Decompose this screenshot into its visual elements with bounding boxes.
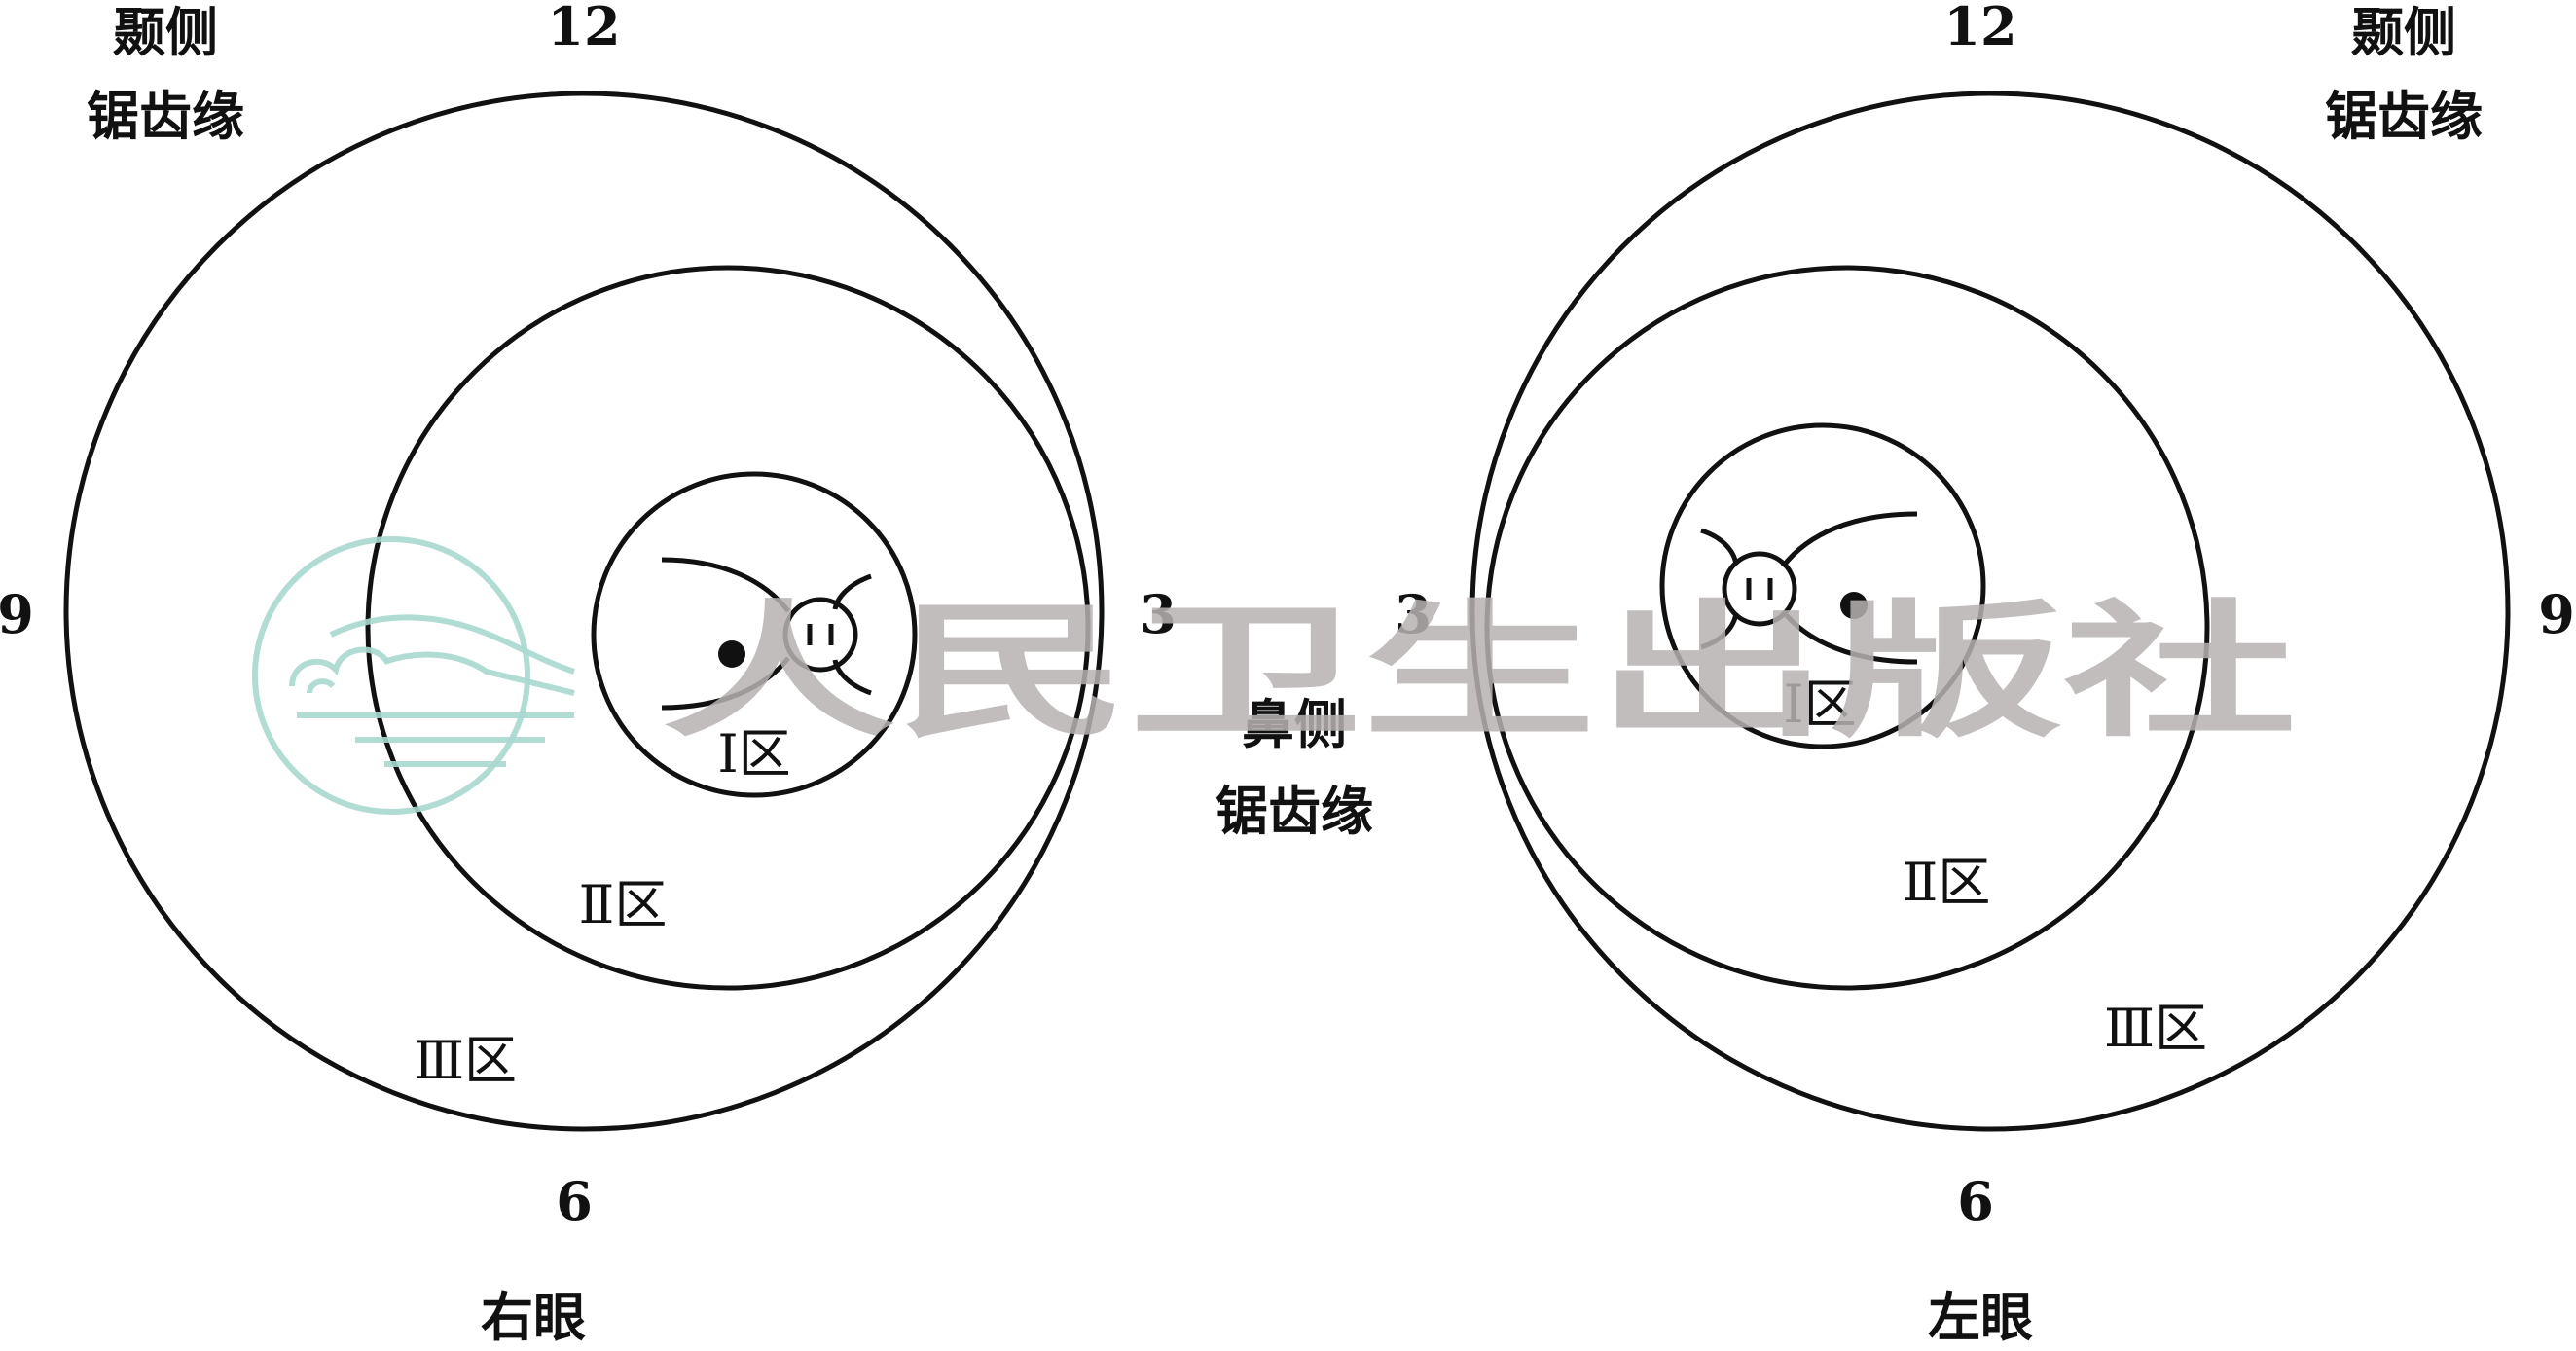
right-eye-zone-3-circle [63, 91, 1105, 1132]
left-eye-temporal-label: 颞侧 [2351, 1, 2456, 63]
left-eye-macula-dot-icon [1840, 592, 1868, 619]
left-eye-zone-3-label: Ⅲ区 [2104, 998, 2207, 1059]
right-eye-vessel-arcade-icon [661, 557, 790, 711]
left-eye-optic-disc-icon [1700, 528, 1797, 650]
right-eye-clock-9: 9 [0, 583, 34, 645]
left-eye-caption: 左眼 [1928, 1286, 2033, 1348]
right-eye-temporal-label: 颞侧 [113, 1, 218, 63]
right-eye-clock-12: 12 [547, 0, 620, 57]
left-eye-clock-9: 9 [2538, 583, 2575, 645]
right-eye-zone-3-label: Ⅲ区 [414, 1030, 517, 1091]
left-eye-clock-12: 12 [1943, 0, 2016, 57]
left-eye-zone-2-circle [1484, 265, 2210, 991]
left-eye-vessel-arcade-icon [1781, 511, 1918, 665]
left-eye-clock-3: 3 [1395, 583, 1432, 645]
left-eye-zone-2-label: Ⅱ区 [1903, 852, 1991, 913]
left-eye-ora-serrata-label: 锯齿缘 [2325, 85, 2483, 147]
left-eye-zone-1-circle [1659, 422, 1986, 749]
right-eye-clock-6: 6 [556, 1170, 593, 1232]
left-eye-clock-6: 6 [1957, 1170, 1994, 1232]
right-eye-caption: 右眼 [481, 1286, 586, 1348]
right-eye-diagram: 12 6 9 3 颞侧 锯齿缘 Ⅰ区 Ⅱ区 Ⅲ区 右眼 [0, 0, 1177, 1348]
right-eye-clock-3: 3 [1140, 583, 1177, 645]
right-eye-ora-serrata-label: 锯齿缘 [87, 85, 244, 147]
publisher-watermark-text: 人民卫生出版社 [662, 586, 2297, 757]
right-eye-optic-disc-icon [782, 573, 872, 696]
left-eye-zone-3-circle [1469, 91, 2511, 1132]
left-eye-zone-1-label: Ⅰ区 [1783, 674, 1856, 735]
right-eye-zone-2-label: Ⅱ区 [579, 874, 668, 935]
right-eye-zone-2-circle [365, 265, 1091, 991]
right-eye-zone-1-circle [591, 471, 918, 798]
publisher-watermark: 人民卫生出版社 [252, 536, 2297, 815]
nasal-ora-serrata-label: 锯齿缘 [1215, 780, 1373, 842]
right-eye-macula-dot-icon [718, 640, 745, 668]
nasal-side-label: 鼻侧 [1242, 693, 1347, 755]
left-eye-diagram: 12 6 3 9 颞侧 锯齿缘 Ⅰ区 Ⅱ区 Ⅲ区 左眼 [1395, 0, 2575, 1348]
publisher-cloud-logo-icon [252, 536, 575, 815]
right-eye-zone-1-label: Ⅰ区 [717, 723, 790, 785]
